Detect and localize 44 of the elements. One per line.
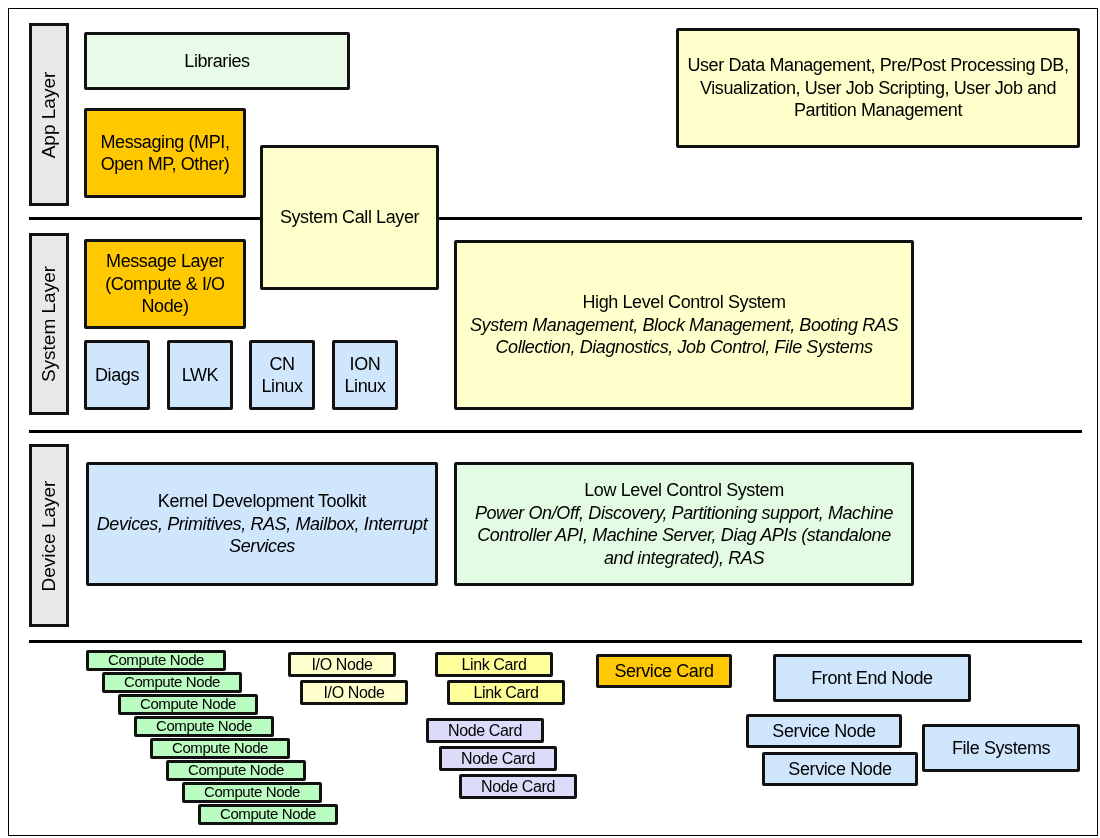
component-box: Libraries bbox=[84, 32, 350, 90]
component-box: Link Card bbox=[447, 680, 565, 705]
box-heading: Low Level Control System bbox=[584, 479, 784, 502]
layer-label: App Layer bbox=[38, 71, 60, 158]
component-box: Diags bbox=[84, 340, 150, 410]
component-box: Node Card bbox=[426, 718, 544, 743]
component-box: User Data Management, Pre/Post Processing DB, Visualization, User Job Scripting, User Job and Partition Management bbox=[676, 28, 1080, 148]
component-box bbox=[454, 240, 914, 410]
component-box: Service Card bbox=[596, 654, 732, 688]
layer-label: System Layer bbox=[38, 265, 60, 383]
layer-band bbox=[29, 233, 69, 415]
component-box bbox=[454, 462, 914, 586]
box-heading: Kernel Development Toolkit bbox=[157, 490, 367, 513]
box-heading: High Level Control System bbox=[582, 291, 786, 314]
component-box: LWK bbox=[167, 340, 233, 410]
layer-band bbox=[29, 444, 69, 627]
component-box: Service Node bbox=[762, 752, 918, 786]
component-box: Messaging (MPI, Open MP, Other) bbox=[84, 108, 246, 198]
box-description: System Management, Block Management, Booting RAS Collection, Diagnostics, Job Control, File Systems bbox=[469, 313, 899, 359]
component-box: Link Card bbox=[435, 652, 553, 677]
component-box: Compute Node bbox=[182, 782, 322, 803]
component-box: Compute Node bbox=[166, 760, 306, 781]
component-box: Compute Node bbox=[150, 738, 290, 759]
box-description: Power On/Off, Discovery, Partitioning support, Machine Controller API, Machine Server, Diag APIs (standalone and integrated), RAS bbox=[473, 501, 895, 569]
component-box: I/O Node bbox=[288, 652, 396, 677]
component-box: Front End Node bbox=[773, 654, 971, 702]
component-box: ION Linux bbox=[332, 340, 398, 410]
component-box: System Call Layer bbox=[260, 145, 439, 290]
component-box: Compute Node bbox=[198, 804, 338, 825]
layer-label: Device Layer bbox=[38, 480, 60, 591]
component-box: Service Node bbox=[746, 714, 902, 748]
component-box: I/O Node bbox=[300, 680, 408, 705]
component-box: Compute Node bbox=[118, 694, 258, 715]
component-box: Message Layer (Compute & I/O Node) bbox=[84, 239, 246, 329]
component-box: Node Card bbox=[459, 774, 577, 799]
layer-band bbox=[29, 23, 69, 206]
component-box: CN Linux bbox=[249, 340, 315, 410]
component-box: Compute Node bbox=[86, 650, 226, 671]
box-description: Devices, Primitives, RAS, Mailbox, Interrupt Services bbox=[95, 512, 429, 558]
component-box: Compute Node bbox=[134, 716, 274, 737]
component-box: Compute Node bbox=[102, 672, 242, 693]
component-box: File Systems bbox=[922, 724, 1080, 772]
component-box bbox=[86, 462, 438, 586]
component-box: Node Card bbox=[439, 746, 557, 771]
